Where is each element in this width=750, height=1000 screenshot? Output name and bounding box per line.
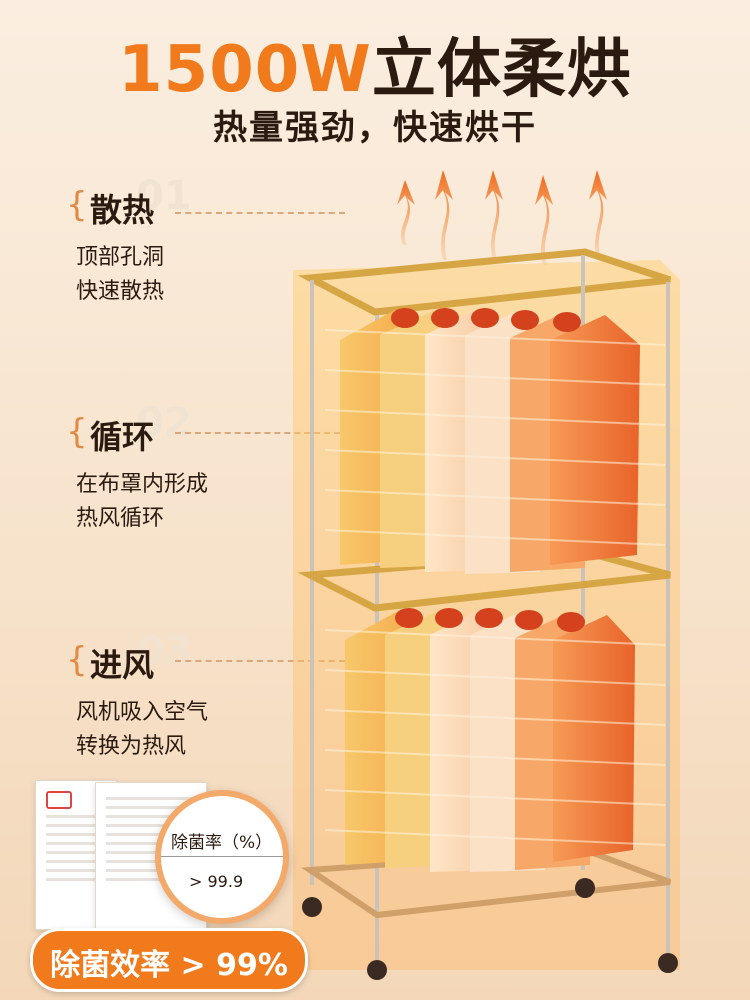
upper-shirts	[340, 308, 640, 574]
cma-logo-icon	[46, 791, 72, 809]
feature-name: 散热	[90, 191, 155, 229]
title-power: 1500W	[118, 33, 372, 107]
leader-line	[175, 432, 340, 434]
heat-arrows	[397, 170, 607, 265]
feature-desc: 在布罩内形成 热风循环	[76, 472, 209, 531]
page-subtitle: 热量强劲，快速烘干	[213, 108, 537, 148]
feature-desc: 风机吸入空气 转换为热风	[76, 700, 209, 759]
badge-text: 除菌效率 > 99%	[50, 948, 288, 983]
feature-name: 进风	[90, 646, 155, 684]
page-title: 1500W立体柔烘	[0, 18, 750, 110]
drying-rack-illustration	[285, 170, 705, 990]
top-frame	[297, 248, 672, 316]
brace-icon: {	[66, 412, 88, 452]
sterilization-rate-value: > 99.9	[189, 872, 244, 891]
leader-line	[175, 212, 345, 214]
magnifier-callout: 除菌率（%） > 99.9	[155, 790, 289, 924]
feature-number: 02	[136, 400, 192, 446]
sterilization-rate-label: 除菌率（%）	[171, 833, 273, 853]
divider	[161, 856, 283, 857]
feature-number: 01	[136, 173, 192, 219]
title-text: 立体柔烘	[371, 33, 632, 107]
brace-icon: {	[66, 185, 88, 225]
brace-icon: {	[66, 640, 88, 680]
wheels	[302, 878, 678, 980]
feature-name: 循环	[90, 418, 155, 456]
feature-desc: 顶部孔洞 快速散热	[76, 245, 165, 304]
drying-rack-svg	[293, 170, 680, 980]
feature-number: 03	[136, 628, 192, 674]
leader-line	[175, 660, 345, 662]
sterilization-badge: 除菌效率 > 99%	[30, 928, 308, 992]
cover-mesh	[324, 329, 666, 846]
